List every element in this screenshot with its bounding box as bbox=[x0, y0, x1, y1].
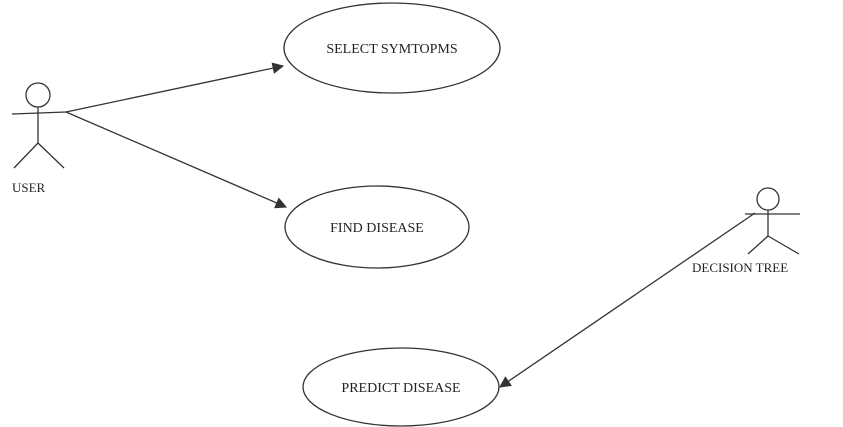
actor-user-head bbox=[25, 82, 51, 108]
actor-user-right-leg bbox=[37, 142, 65, 169]
use-case-predict-label: PREDICT DISEASE bbox=[341, 381, 460, 396]
association-user-select bbox=[65, 62, 285, 113]
use-case-find-ellipse bbox=[284, 185, 470, 269]
use-case-find-label: FIND DISEASE bbox=[330, 221, 424, 236]
actor-tree-right-leg bbox=[767, 235, 800, 255]
actor-user-arms bbox=[11, 111, 67, 115]
actor-decision-tree: DECISION TREE bbox=[692, 187, 800, 275]
use-case-predict-disease: PREDICT DISEASE bbox=[302, 347, 500, 427]
association-user-find bbox=[65, 111, 288, 209]
association-tree-predict bbox=[499, 212, 756, 388]
actor-tree-head bbox=[756, 187, 780, 211]
use-case-select-label: SELECT SYMTOPMS bbox=[326, 42, 457, 57]
use-case-find-disease: FIND DISEASE bbox=[284, 185, 470, 269]
use-case-predict-ellipse bbox=[302, 347, 500, 427]
actor-user-label: USER bbox=[12, 180, 46, 195]
actor-user: USER bbox=[11, 82, 67, 195]
actor-tree-left-leg bbox=[747, 235, 769, 255]
use-case-select-symptoms: SELECT SYMTOPMS bbox=[283, 2, 501, 94]
actor-user-left-leg bbox=[13, 142, 39, 169]
actor-tree-label: DECISION TREE bbox=[692, 260, 788, 275]
use-case-select-ellipse bbox=[283, 2, 501, 94]
